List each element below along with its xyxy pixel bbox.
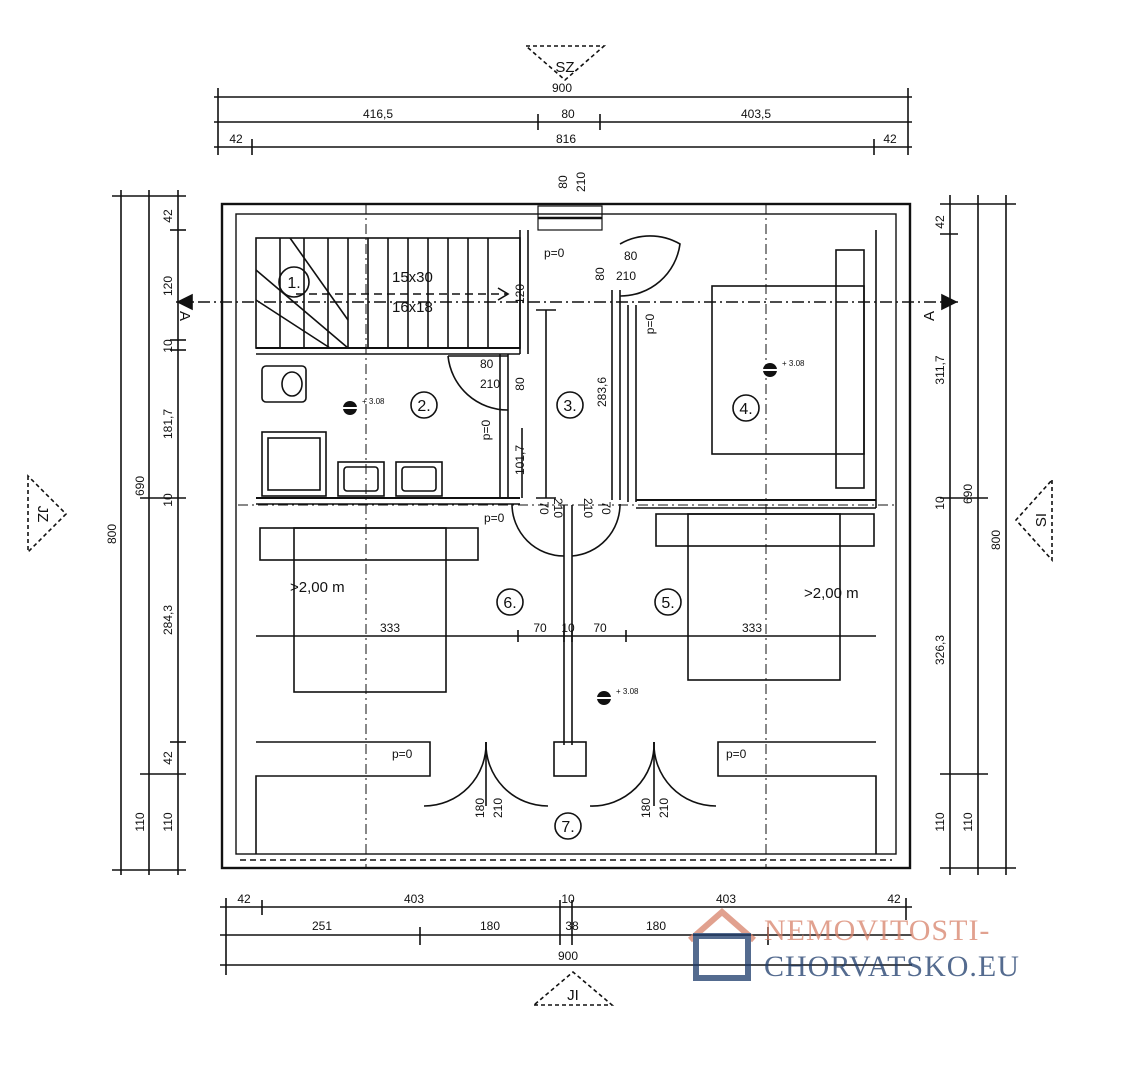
door1-height: 210 [616,269,636,283]
door6-height: 210 [657,798,671,818]
outer-wall [220,202,912,870]
dim-top-inner: 816 [556,132,576,146]
door-bath-sill: p=0 [479,419,493,440]
dim-bottom-wall-left: 42 [237,892,251,906]
dim-door-right-width: 70 [593,621,607,635]
dim-right-b: 311,7 [933,355,947,384]
dim-bottom-seg1: 251 [312,919,332,933]
dim-bottom-right: 403 [716,892,736,906]
door3-sill: p=0 [484,511,505,525]
room-1-number: 1. [287,275,300,292]
door4-height: 210 [581,498,595,518]
dim-corridor-height: 283,6 [595,377,609,407]
door2-side: 80 [593,267,607,281]
dim-left-f: 284,3 [161,605,175,635]
entry-door-height: 210 [574,172,588,192]
door5-sill: p=0 [392,747,413,761]
dim-right-c: 10 [933,496,947,510]
door3-width: 70 [537,501,551,515]
dim-room-left-width: 333 [380,621,400,635]
orientation-west: JZ [34,506,51,523]
dim-top-door: 80 [561,107,575,121]
stairs-run: 15x30 [392,269,433,286]
stairs-height: 120 [513,284,527,304]
dim-top-wall-left: 42 [229,132,243,146]
room-7-number: 7. [561,819,574,836]
stairs-rise: 16x18 [392,299,433,316]
brand-line-1: NEMOVITOSTI- [764,914,990,947]
dim-mid: 10 [561,621,575,635]
orientation-east: SI [1033,513,1050,527]
dim-right-overall: 800 [989,530,1003,550]
brand-watermark: NEMOVITOSTI- CHORVATSKO.EU [688,908,1020,983]
dim-bottom-seg4: 180 [646,919,666,933]
entry-door-width: 80 [556,175,570,189]
door2-sill: p=0 [643,313,657,334]
dim-left-h: 110 [133,812,147,831]
dim-bath-width: 101,7 [513,445,527,475]
door1-sill: p=0 [544,246,565,260]
section-marker-left: A [176,311,193,321]
dim-top-overall: 900 [552,81,572,95]
dim-left-e: 10 [161,493,175,507]
house-logo-icon [688,908,756,981]
dim-left-b: 120 [161,276,175,296]
dim-bottom-seg2: 180 [480,919,500,933]
level-label-bath: + 3.08 [362,397,385,406]
dim-top-left: 416,5 [363,107,393,121]
room-4-number: 4. [739,401,752,418]
dim-right-a: 42 [933,215,947,229]
door3-height: 210 [551,498,565,518]
dim-bottom-mid: 10 [561,892,575,906]
dim-left-overall: 800 [105,524,119,544]
door-bath-height: 210 [480,377,500,391]
orientation-north: SZ [555,59,574,76]
door6-width: 180 [639,798,653,818]
dim-bottom-overall: 900 [558,949,578,963]
door-bath-width: 80 [480,357,494,371]
dim-left-d: 181,7 [161,409,175,439]
room-3-number: 3. [563,398,576,415]
door5-height: 210 [491,798,505,818]
level-markers [338,363,782,705]
brand-line-2: CHORVATSKO.EU [764,950,1020,983]
dim-right-f: 110 [961,812,975,831]
door-bath-side: 80 [513,377,527,391]
room-6-number: 6. [503,595,516,612]
dim-left-sub: 690 [133,476,147,496]
dim-left-a: 42 [161,209,175,223]
dim-bottom-seg3: 38 [565,919,579,933]
door6-sill: p=0 [726,747,747,761]
orientation-south: JI [567,987,579,1004]
dim-top-wall-right: 42 [883,132,897,146]
door4-width: 70 [599,501,613,515]
section-marker-right: A [921,311,938,321]
dim-left-c: 10 [161,339,175,353]
dim-right-sub: 690 [961,484,975,504]
level-label-hall: + 3.08 [616,687,639,696]
dim-left-g: 42 [161,751,175,765]
dim-left-i: 110 [161,812,175,831]
dim-bottom-wall-right: 42 [887,892,901,906]
inner-wall [235,213,897,855]
dim-top-right: 403,5 [741,107,771,121]
dim-room-right-width: 333 [742,621,762,635]
height-label-left: >2,00 m [290,579,345,596]
door1-width: 80 [624,249,638,263]
level-label-room4: + 3.08 [782,359,805,368]
room-2-number: 2. [417,398,430,415]
height-label-right: >2,00 m [804,585,859,602]
dim-door-left-width: 70 [533,621,547,635]
dim-right-e: 110 [933,812,947,831]
dim-bottom-left: 403 [404,892,424,906]
door5-width: 180 [473,798,487,818]
dim-right-d: 326,3 [933,635,947,665]
room-5-number: 5. [661,595,674,612]
